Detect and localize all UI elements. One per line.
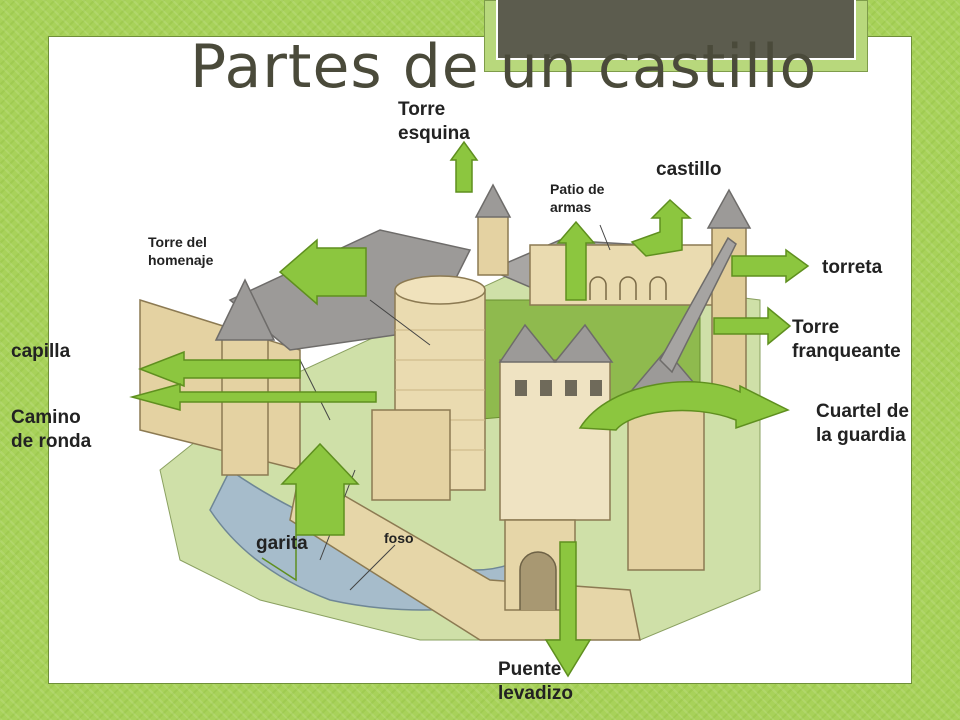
label-torre-franqueante: Torre franqueante	[792, 317, 901, 362]
arrow-torre-del-homenaje	[278, 238, 367, 306]
label-puente-levadizo: Puente levadizo	[498, 659, 573, 704]
page-title: Partes de un castillo	[190, 32, 818, 102]
arrow-camino-de-ronda	[129, 383, 377, 411]
flanking-tower	[627, 399, 705, 571]
arrow-puente-levadizo	[544, 541, 592, 678]
arrow-capilla	[137, 350, 301, 388]
arrow-castillo	[630, 198, 692, 257]
label-garita: garita	[256, 533, 308, 554]
arrow-garita	[261, 442, 360, 582]
label-foso: foso	[384, 530, 414, 546]
corner-tower-back	[477, 214, 509, 276]
arrow-torre-esquina	[449, 140, 479, 193]
label-torre-del-homenaje: Torre del homenaje	[148, 234, 214, 268]
main-hall	[529, 244, 721, 306]
label-castillo: castillo	[656, 159, 722, 180]
arrow-torre-franqueante	[713, 306, 792, 346]
arrow-cuartel-de-la-guardia	[578, 381, 790, 431]
label-patio-de-armas: Patio de armas	[550, 181, 605, 215]
label-capilla: capilla	[11, 341, 71, 362]
label-torreta: torreta	[822, 257, 883, 278]
arrow-torreta	[731, 248, 810, 284]
label-torre-esquina: Torre esquina	[398, 99, 470, 144]
arrow-patio-de-armas	[556, 220, 596, 301]
front-round-tower	[371, 409, 451, 501]
title-tab	[496, 0, 856, 60]
label-cuartel-de-la-guardia: Cuartel de la guardia	[816, 401, 909, 446]
label-camino-de-ronda: Camino de ronda	[11, 407, 92, 452]
chapel-spire	[659, 236, 737, 374]
